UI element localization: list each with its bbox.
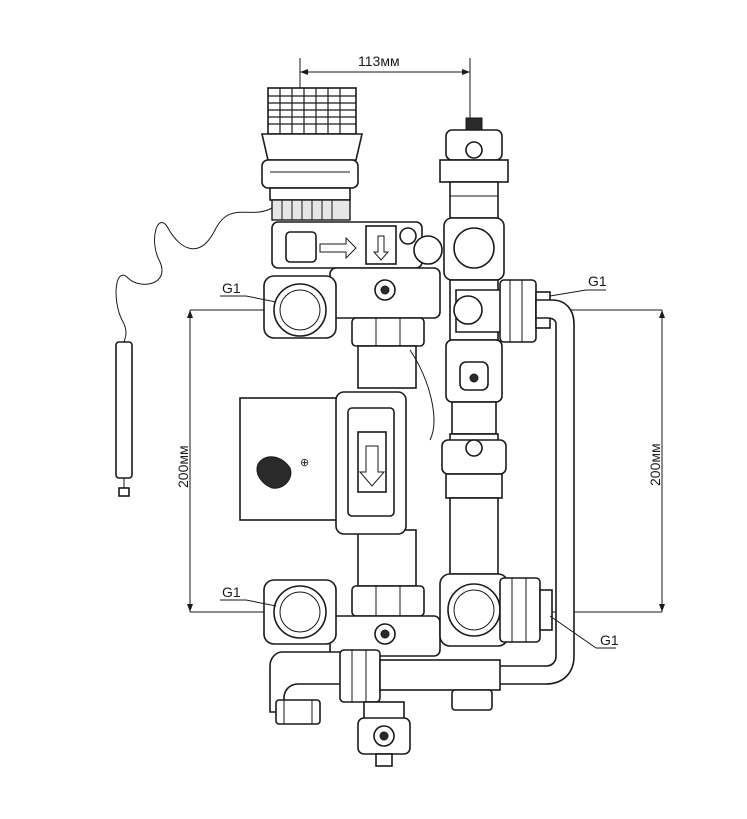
top-dimension-label: 113мм — [358, 53, 400, 69]
lower-right-connection-label: G1 — [600, 632, 619, 648]
thermostatic-head — [260, 87, 364, 221]
bottom-assembly — [269, 649, 501, 767]
g1-leaders — [220, 289, 616, 649]
circulation-pump: ⊕ — [239, 391, 407, 535]
upper-left-connection-label: G1 — [222, 280, 241, 296]
capillary-sensor — [115, 207, 273, 497]
svg-text:⊕: ⊕ — [300, 456, 309, 469]
upper-right-connection-label: G1 — [588, 273, 607, 289]
lower-left-port — [263, 579, 337, 645]
right-dimension-label: 200мм — [647, 443, 663, 486]
lower-right-port — [499, 577, 553, 643]
left-dimension-label: 200мм — [175, 445, 191, 488]
upper-left-port — [263, 275, 337, 339]
manifold-body — [271, 221, 441, 657]
lower-left-connection-label: G1 — [222, 584, 241, 600]
air-vent — [439, 117, 509, 219]
